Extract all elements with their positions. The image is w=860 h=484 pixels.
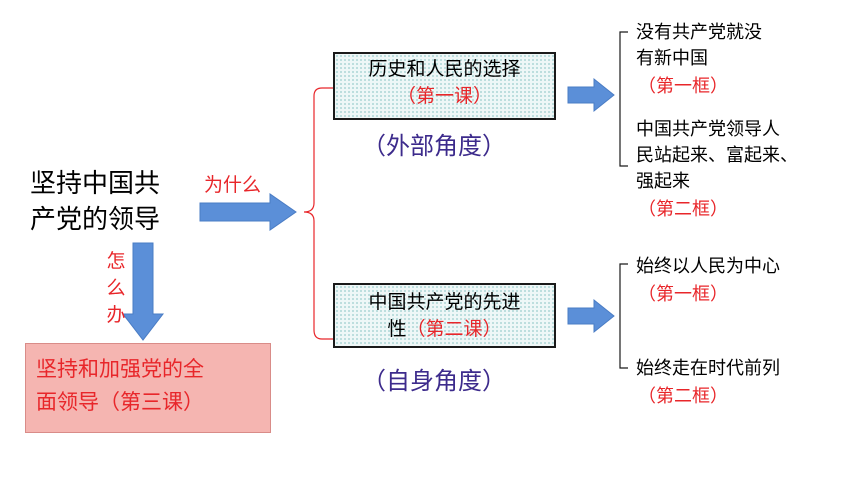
main-topic-line2: 产党的领导 bbox=[30, 205, 161, 235]
result-line1: 坚持和加强党的全 bbox=[36, 357, 204, 381]
history-choice-title: 历史和人民的选择 bbox=[368, 58, 521, 80]
how-arrow bbox=[121, 242, 165, 341]
how-label-char: 办 bbox=[106, 304, 126, 326]
advanced-point-1: 始终以人民为中心 （第一框） bbox=[636, 254, 780, 306]
point-lesson: （第一框） bbox=[638, 284, 728, 305]
history-arrow bbox=[567, 77, 615, 113]
how-label-char: 么 bbox=[106, 277, 126, 299]
outer-angle-label: （外部角度） bbox=[362, 132, 506, 160]
advanced-nature-title-line2: 性（第二课） bbox=[335, 316, 554, 343]
history-choice-box: 历史和人民的选择 （第一课） bbox=[333, 52, 556, 120]
result-line2: 面领导（第三课） bbox=[36, 390, 204, 414]
advanced-nature-title-suffix: 性 bbox=[387, 318, 407, 340]
history-point-2: 中国共产党领导人 民站起来、富起来、 强起来 （第二框） bbox=[636, 117, 798, 221]
how-label-char: 怎 bbox=[106, 250, 126, 272]
history-choice-lesson: （第一课） bbox=[396, 85, 492, 107]
history-bracket bbox=[619, 31, 628, 167]
self-angle-label: （自身角度） bbox=[362, 367, 506, 395]
advanced-nature-title: 中国共产党的先进 bbox=[368, 291, 521, 313]
point-text: 中国共产党领导人 bbox=[636, 119, 780, 140]
leadership-result-box: 坚持和加强党的全 面领导（第三课） bbox=[25, 343, 271, 433]
advanced-nature-box: 中国共产党的先进 性（第二课） bbox=[333, 283, 556, 348]
point-lesson: （第二框） bbox=[638, 199, 728, 220]
main-topic: 坚持中国共 产党的领导 bbox=[30, 166, 160, 238]
advanced-point-2: 始终走在时代前列 （第二框） bbox=[636, 356, 780, 408]
point-lesson: （第一框） bbox=[638, 76, 728, 97]
point-text: 始终以人民为中心 bbox=[636, 256, 780, 277]
point-lesson: （第二框） bbox=[638, 386, 728, 407]
point-text: 有新中国 bbox=[636, 48, 708, 69]
point-text: 没有共产党就没 bbox=[636, 22, 762, 43]
why-arrow bbox=[199, 193, 297, 231]
advanced-bracket bbox=[619, 263, 628, 369]
point-text: 强起来 bbox=[636, 171, 690, 192]
advanced-arrow bbox=[567, 298, 615, 334]
how-label: 怎 么 办 bbox=[104, 248, 128, 329]
why-label: 为什么 bbox=[204, 174, 262, 196]
point-text: 始终走在时代前列 bbox=[636, 358, 780, 379]
point-text: 民站起来、富起来、 bbox=[636, 145, 798, 166]
main-topic-line1: 坚持中国共 bbox=[30, 169, 161, 199]
red-brace bbox=[303, 87, 333, 340]
advanced-nature-lesson: （第二课） bbox=[406, 318, 502, 340]
history-point-1: 没有共产党就没 有新中国 （第一框） bbox=[636, 20, 762, 98]
